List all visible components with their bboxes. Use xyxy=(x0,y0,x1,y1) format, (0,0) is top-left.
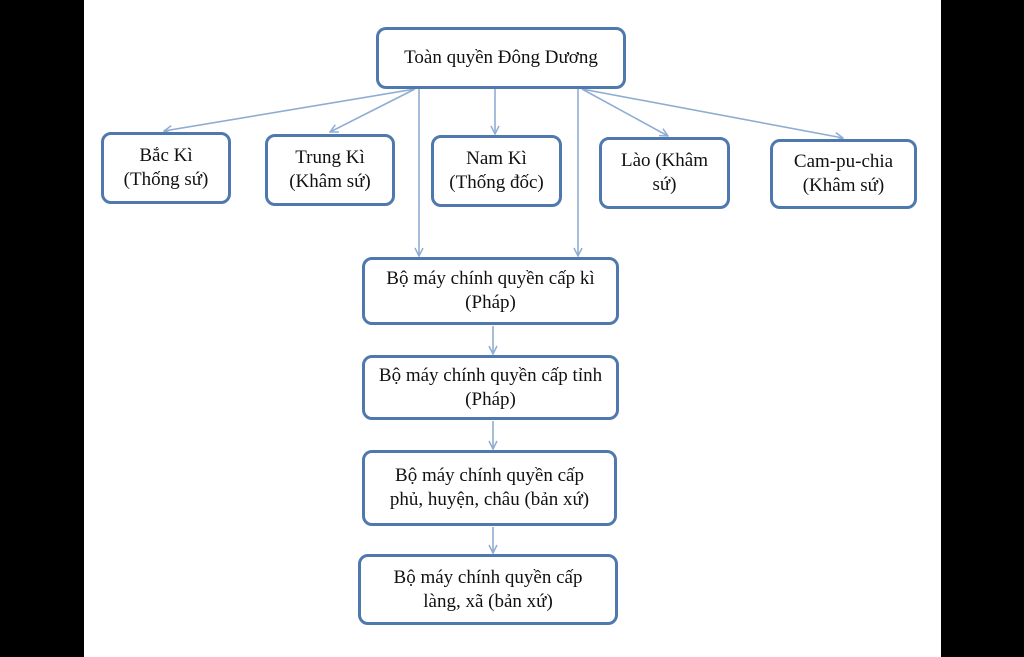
node-cap-ki: Bộ máy chính quyền cấp kì (Pháp) xyxy=(362,257,619,325)
node-label-line1: Bộ máy chính quyền cấp xyxy=(393,566,583,588)
arrow-root-to-lao xyxy=(581,88,668,136)
node-lao: Lào (Khâm sứ) xyxy=(599,137,730,209)
arrow-root-to-campuchia xyxy=(581,88,843,138)
node-toan-quyen-dong-duong: Toàn quyền Đông Dương xyxy=(376,27,626,89)
node-label-line1: Trung Kì xyxy=(295,147,365,168)
node-cap-phu: Bộ máy chính quyền cấp phủ, huyện, châu … xyxy=(362,450,617,526)
node-campuchia: Cam-pu-chia (Khâm sứ) xyxy=(770,139,917,209)
node-label-line2: làng, xã (bản xứ) xyxy=(423,590,553,612)
node-trung-ki: Trung Kì (Khâm sứ) xyxy=(265,134,395,206)
node-cap-lang: Bộ máy chính quyền cấp làng, xã (bản xứ) xyxy=(358,554,618,625)
node-label-line1: Nam Kì xyxy=(466,148,527,169)
node-label-line1: Lào (Khâm xyxy=(620,150,709,171)
node-label-line2: (Khâm sứ) xyxy=(802,175,885,196)
node-label-line2: (Pháp) xyxy=(465,388,516,410)
node-label-line2: (Khâm sứ) xyxy=(289,171,371,192)
node-label-line1: Cam-pu-chia xyxy=(793,151,894,172)
node-cap-tinh: Bộ máy chính quyền cấp tỉnh (Pháp) xyxy=(362,355,619,420)
node-label-line1: Bộ máy chính quyền cấp tỉnh xyxy=(378,364,603,386)
node-label: Toàn quyền Đông Dương xyxy=(404,47,598,68)
arrow-root-to-trung-ki xyxy=(330,88,416,132)
diagram-canvas xyxy=(84,0,941,657)
node-label-line2: sứ) xyxy=(652,174,677,195)
node-bac-ki: Bắc Kì (Thống sứ) xyxy=(101,132,231,204)
node-label-line1: Bắc Kì xyxy=(139,145,193,166)
node-label-line2: (Thống sứ) xyxy=(123,169,209,190)
node-label-line1: Bộ máy chính quyền cấp xyxy=(395,465,584,486)
arrow-root-to-bac-ki xyxy=(164,88,416,131)
node-nam-ki: Nam Kì (Thống đốc) xyxy=(431,135,562,207)
node-label-line2: (Thống đốc) xyxy=(449,172,544,193)
node-label-line2: phủ, huyện, châu (bản xứ) xyxy=(389,489,590,510)
node-label-line2: (Pháp) xyxy=(465,292,516,313)
node-label-line1: Bộ máy chính quyền cấp kì xyxy=(386,268,595,289)
